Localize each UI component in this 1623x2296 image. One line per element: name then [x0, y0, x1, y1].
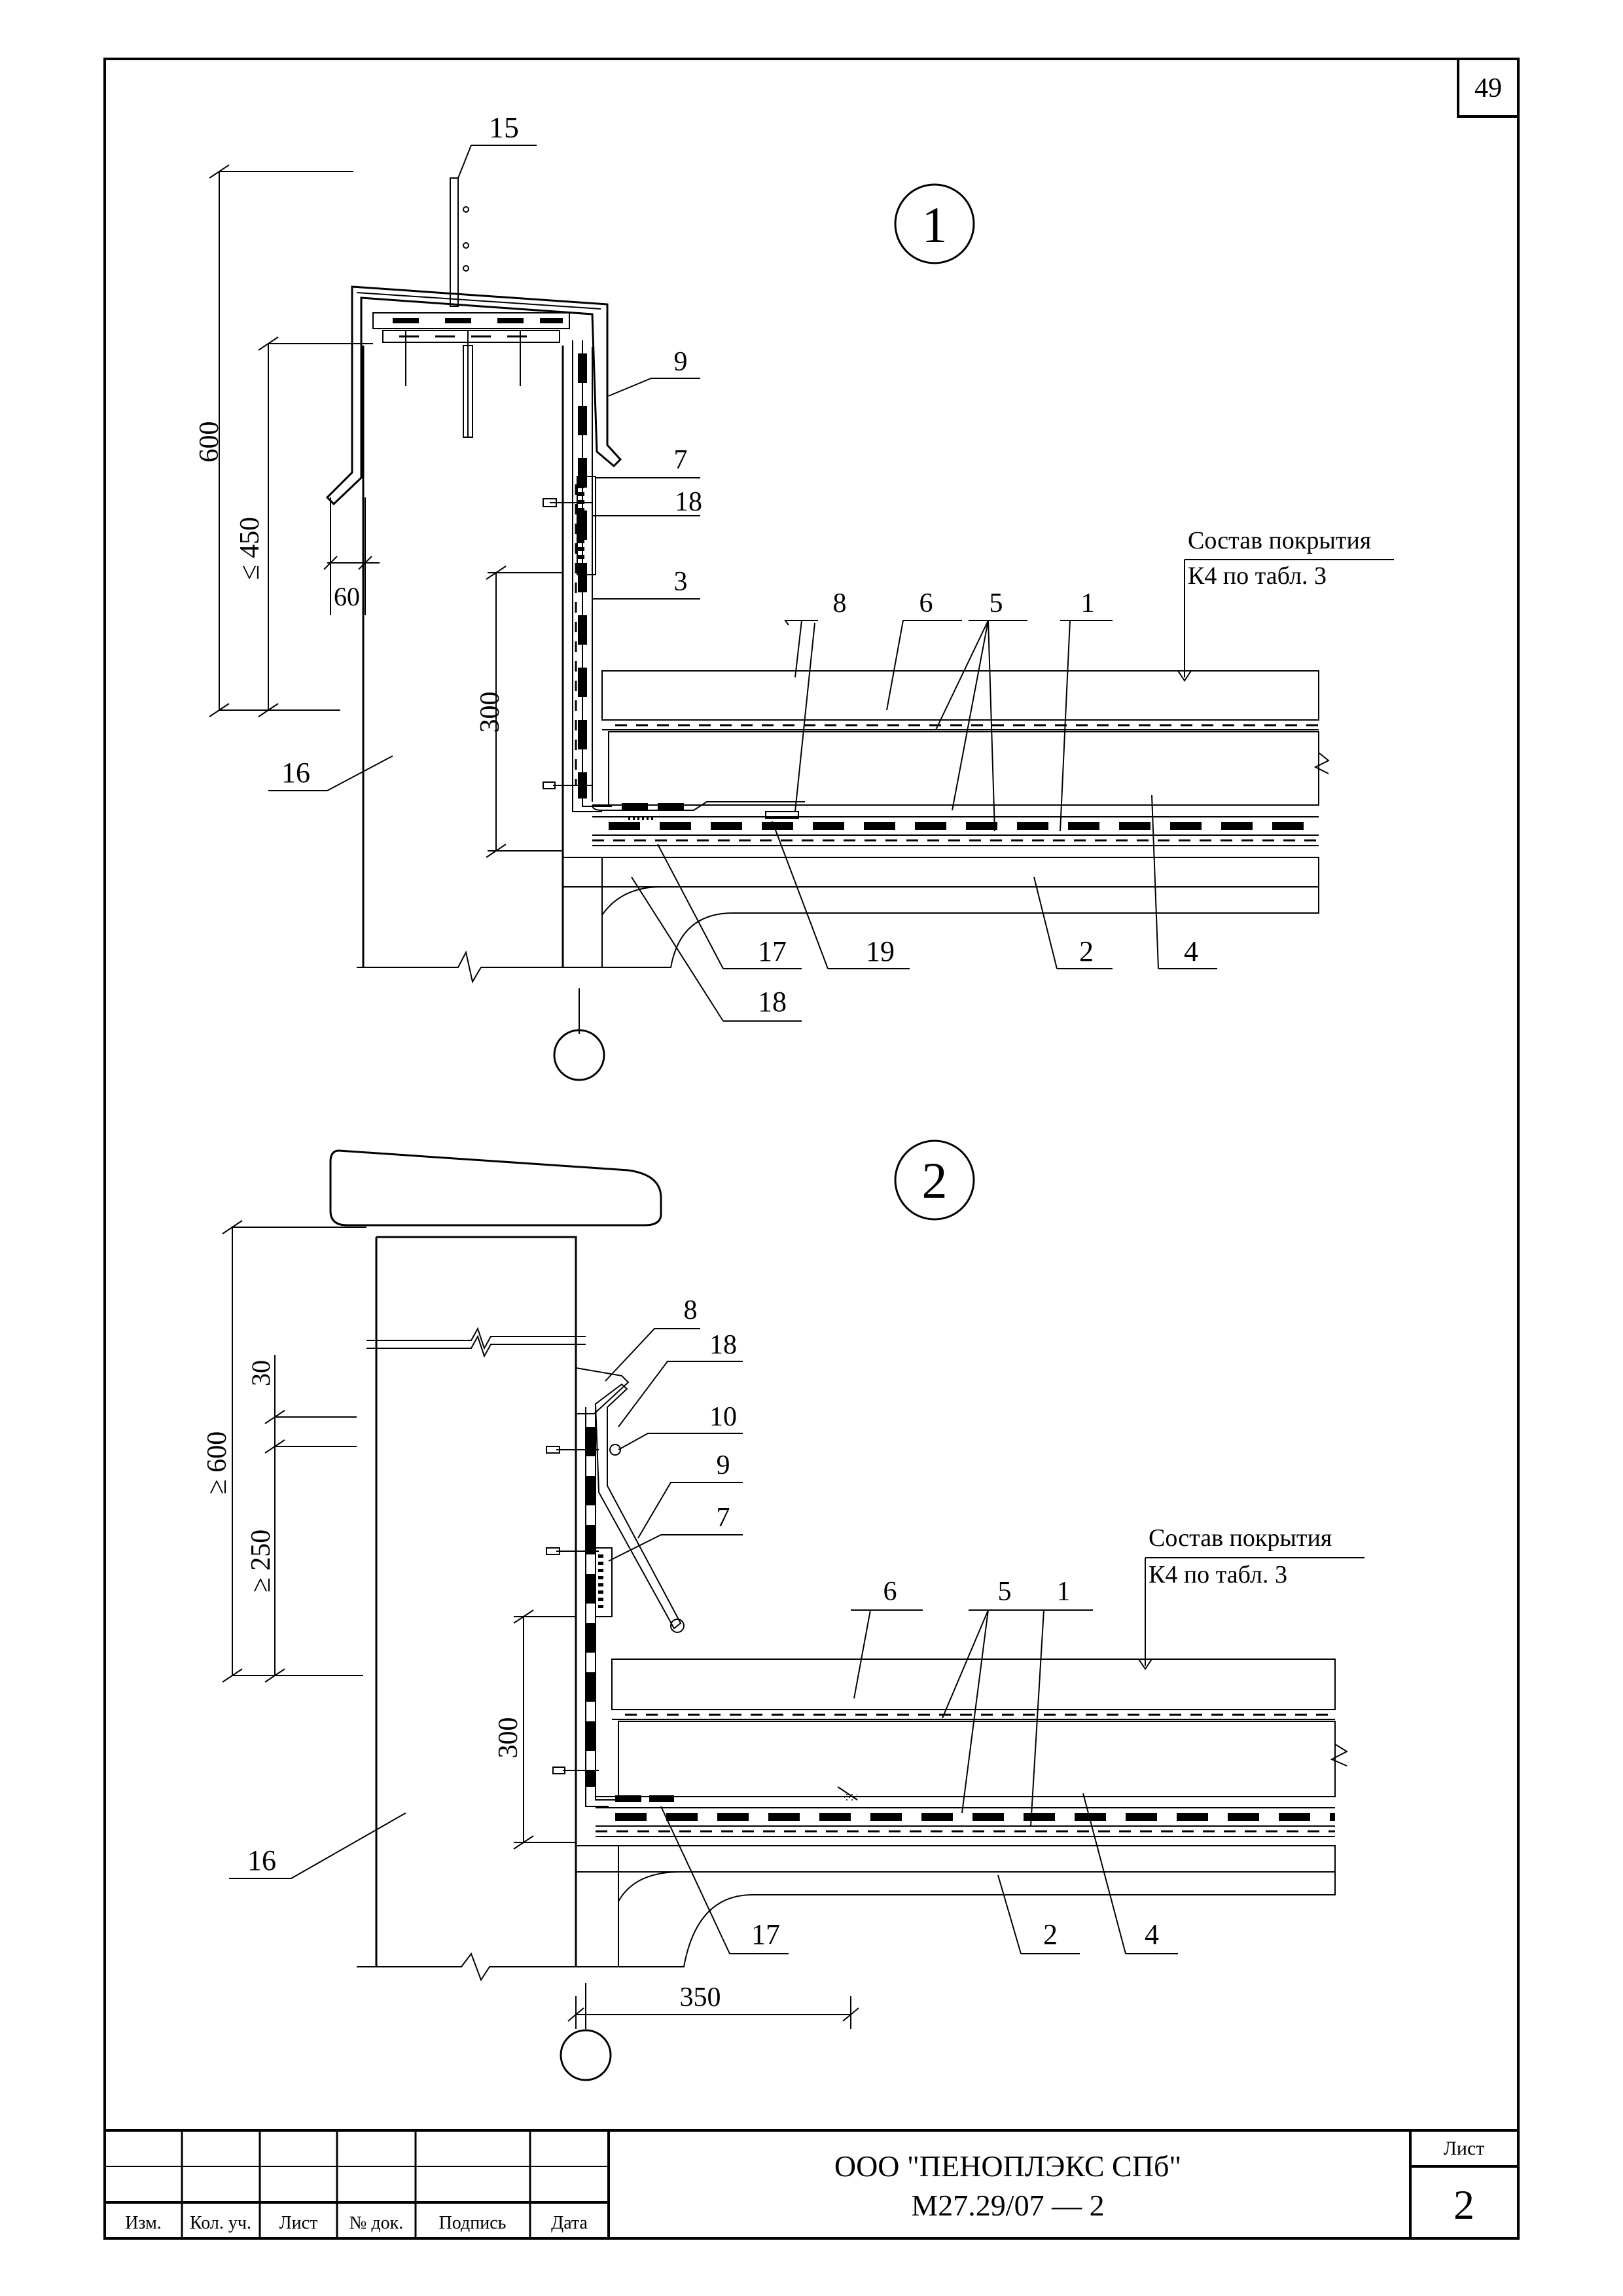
- dim-300-1: 300: [475, 692, 505, 733]
- insulation-1: [608, 731, 1319, 806]
- tb-header-kol: Кол. уч.: [190, 2213, 251, 2233]
- tb-header-sign: Подпись: [439, 2213, 507, 2233]
- ballast-2: [611, 1659, 1336, 1710]
- detail-2-marker: 2: [922, 1152, 948, 1209]
- title-block: Изм. Кол. уч. Лист № док. Подпись Дата О…: [103, 2129, 1520, 2240]
- dim-300-2: 300: [493, 1717, 524, 1759]
- callout-5-1: 5: [990, 588, 1003, 619]
- detail-1-marker: 1: [922, 196, 948, 253]
- axis-marker-1: [553, 1029, 605, 1081]
- callout-7-2: 7: [717, 1503, 730, 1533]
- tb-header-doc: № док.: [349, 2213, 404, 2233]
- tb-org: ООО "ПЕНОПЛЭКС СПб": [834, 2149, 1181, 2183]
- callout-18-1a: 18: [675, 487, 702, 517]
- callout-4-2: 4: [1145, 1918, 1159, 1950]
- callout-17-2: 17: [751, 1918, 780, 1950]
- tb-header-date: Дата: [551, 2213, 588, 2233]
- dim-600-2: ≥ 600: [202, 1431, 232, 1495]
- callout-1-1: 1: [1081, 588, 1095, 619]
- tb-header-izm: Изм.: [125, 2213, 162, 2233]
- detail-2: 2: [202, 1139, 1364, 2081]
- corner-number: 49: [1474, 73, 1502, 103]
- callout-15: 15: [489, 111, 519, 144]
- callout-6-2: 6: [883, 1577, 897, 1607]
- sheet-frame: [103, 58, 1520, 2240]
- axis-marker-2: [560, 2029, 612, 2081]
- corner-number-box: [1457, 58, 1520, 118]
- roof-note-1-line2: К4 по табл. 3: [1188, 562, 1327, 590]
- callout-18-1b: 18: [758, 986, 787, 1018]
- dim-30-2: 30: [246, 1360, 276, 1386]
- ballast-1: [601, 670, 1319, 721]
- stone-coping-2: [329, 1149, 662, 1227]
- dim-250-2: ≥ 250: [246, 1530, 276, 1593]
- slab-1: [562, 857, 1319, 888]
- dim-60-1: 60: [334, 582, 360, 611]
- detail-1-marker-circle: [894, 183, 975, 264]
- roof-note-2-line1: Состав покрытия: [1149, 1524, 1332, 1552]
- dim-450-1: ≤ 450: [235, 517, 265, 581]
- tb-header-list: Лист: [279, 2213, 318, 2233]
- callout-8-1: 8: [833, 588, 847, 619]
- parapet-wall-2: [375, 1236, 577, 1967]
- tb-sheet-label: Лист: [1444, 2138, 1485, 2159]
- detail-1: 1 15: [194, 111, 1394, 1081]
- callout-5-2: 5: [998, 1577, 1012, 1607]
- callout-16-1: 16: [281, 757, 310, 789]
- callout-18-2: 18: [709, 1330, 737, 1360]
- dim-350-2: 350: [680, 1982, 721, 2013]
- tb-sheet-number: 2: [1454, 2181, 1474, 2228]
- callout-2-1: 2: [1079, 935, 1094, 967]
- callout-1-2: 1: [1057, 1577, 1071, 1607]
- detail-2-marker-circle: [894, 1139, 975, 1221]
- callout-9-2: 9: [717, 1450, 730, 1480]
- coping-cap-1: [325, 285, 622, 506]
- callout-8-2: 8: [684, 1295, 698, 1325]
- callout-9-1: 9: [674, 347, 688, 377]
- dim-600-1: 600: [194, 422, 224, 463]
- callout-15-leader: [457, 145, 537, 179]
- parapet-wall-1: [362, 346, 564, 967]
- insulation-2: [618, 1721, 1336, 1797]
- callout-3-1: 3: [674, 567, 688, 597]
- callout-2-2: 2: [1043, 1918, 1058, 1950]
- tb-doc-code: М27.29/07 — 2: [911, 2189, 1104, 2222]
- callout-6-1: 6: [919, 588, 933, 619]
- callout-10-2: 10: [709, 1402, 737, 1432]
- roof-note-1-line1: Состав покрытия: [1188, 527, 1371, 554]
- callout-17-1: 17: [758, 935, 787, 967]
- callout-4-1: 4: [1184, 935, 1198, 967]
- callout-19-1: 19: [866, 935, 895, 967]
- roof-note-2-line2: К4 по табл. 3: [1149, 1561, 1287, 1588]
- callout-16-2: 16: [247, 1844, 276, 1876]
- callout-7-1: 7: [674, 445, 688, 475]
